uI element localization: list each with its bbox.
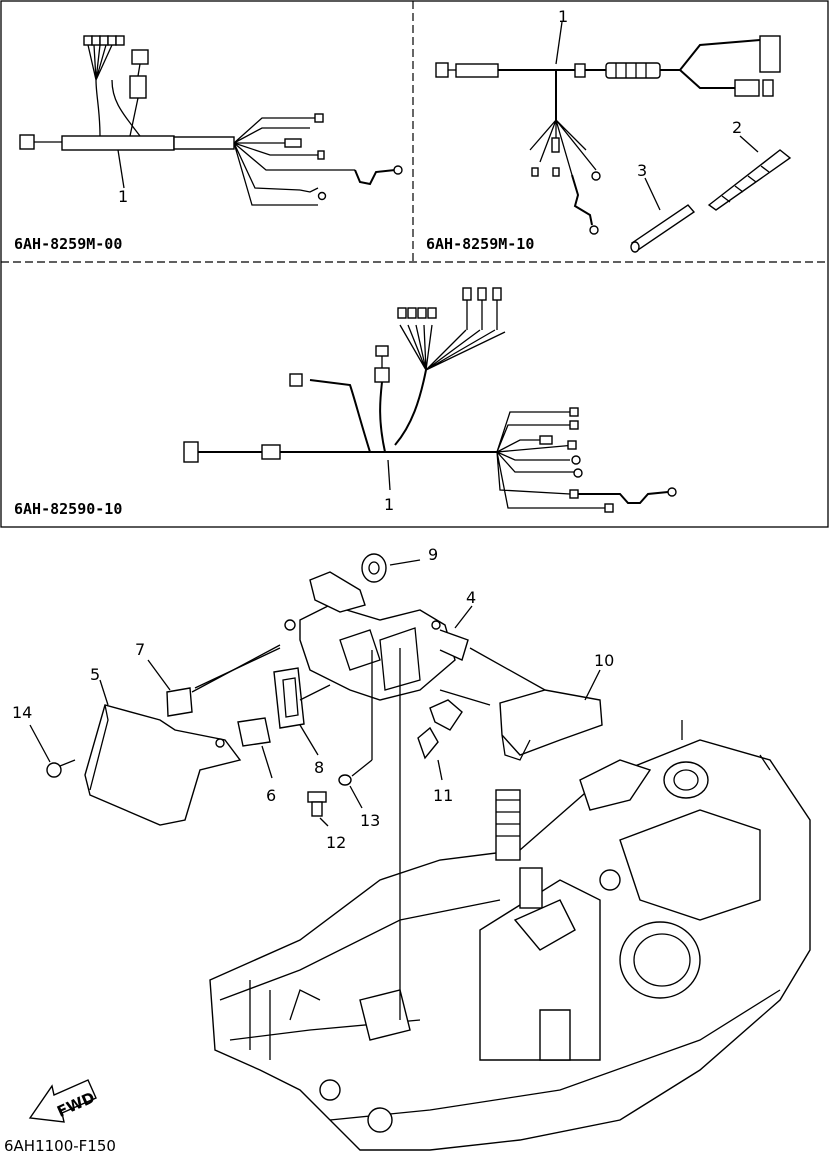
- callout-1: 1: [558, 7, 568, 26]
- harness-6AH-82590-10: 1 6AH-82590-10: [14, 287, 677, 518]
- harness-6AH-8259M-10: 1 2 3 6AH-8259M-10: [426, 7, 792, 253]
- part-number-label: 6AH-82590-10: [14, 500, 122, 518]
- harness-6AH-8259M-00: 1 6AH-8259M-00: [14, 35, 403, 253]
- callout-14: 14: [12, 703, 32, 722]
- figure-reference: 6AH1100-F150: [4, 1137, 116, 1155]
- callout-11: 11: [433, 786, 453, 805]
- part-number-label: 6AH-8259M-00: [14, 235, 122, 253]
- callout-1: 1: [384, 495, 394, 514]
- part-9-grommet: [361, 553, 421, 583]
- part-7-plate: [147, 644, 281, 717]
- callout-6: 6: [266, 786, 276, 805]
- part-13-washer: [338, 774, 363, 809]
- callout-12: 12: [326, 833, 346, 852]
- lower-callouts: 4 5 6 7 8 9 10 11 12 13 14: [12, 545, 614, 852]
- callout-13: 13: [360, 811, 380, 830]
- callout-8: 8: [314, 758, 324, 777]
- callout-3: 3: [637, 161, 647, 180]
- callout-9: 9: [428, 545, 438, 564]
- callout-4: 4: [466, 588, 476, 607]
- assembly-leader-lines: [194, 647, 546, 1020]
- part-14-screw: [29, 724, 76, 778]
- part-4-bracket: [284, 571, 473, 701]
- panel-frames: [0, 0, 829, 528]
- engine-block: [209, 720, 811, 1151]
- fwd-arrow: FWD: [28, 1079, 98, 1123]
- part-number-label: 6AH-8259M-10: [426, 235, 534, 253]
- callout-7: 7: [135, 640, 145, 659]
- callout-2: 2: [732, 118, 742, 137]
- part-6-plate: [237, 717, 273, 779]
- part-11-clamp: [417, 699, 463, 781]
- callout-1: 1: [118, 187, 128, 206]
- callout-5: 5: [90, 665, 100, 684]
- part-10-cover: [499, 669, 603, 761]
- part-12-bolt: [307, 791, 329, 827]
- part-5-cover: [84, 679, 242, 826]
- callout-10: 10: [594, 651, 614, 670]
- part-8-holder: [273, 667, 319, 756]
